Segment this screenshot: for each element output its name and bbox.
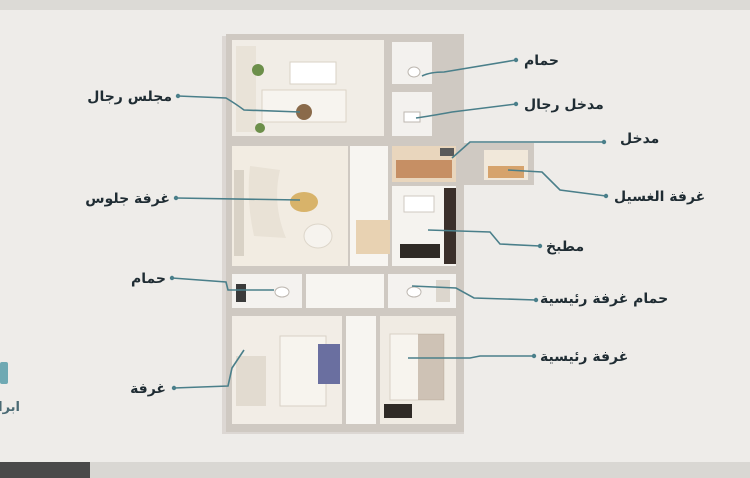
label-kitchen: مطبخ xyxy=(546,239,585,255)
label-living-room: غرفة جلوس xyxy=(85,191,170,207)
dot-kitchen xyxy=(537,243,543,249)
kitchen-island xyxy=(400,244,440,258)
living-curtain xyxy=(234,170,244,256)
toilet-left xyxy=(274,286,290,298)
small-hall xyxy=(306,274,384,308)
leader-kitchen xyxy=(427,229,541,247)
label-men-majlis: مجلس رجال xyxy=(87,89,172,105)
living-sofa xyxy=(248,166,286,238)
label-men-entrance: مدخل رجال xyxy=(524,97,604,113)
label-bathroom-top: حمام xyxy=(524,53,559,69)
majlis-plant xyxy=(252,64,264,76)
dot-bathroom-top xyxy=(513,57,519,63)
bottom-dark-block xyxy=(0,462,90,478)
dining-table xyxy=(356,220,390,254)
label-master-bedroom: غرفة رئيسية xyxy=(540,349,629,365)
logo-mark xyxy=(0,362,8,384)
bath-left-door xyxy=(236,284,246,302)
leader-men-entrance xyxy=(415,103,517,119)
leader-lines xyxy=(171,59,607,389)
leader-master-bath xyxy=(411,285,537,301)
laundry-counter xyxy=(488,166,524,178)
dot-master-bath xyxy=(533,297,539,303)
dot-bedroom xyxy=(171,385,177,391)
majlis-table xyxy=(296,104,312,120)
master-bath-shower xyxy=(436,280,450,302)
top-band xyxy=(0,0,750,10)
dot-laundry xyxy=(603,193,609,199)
toilet-master xyxy=(406,286,422,298)
leader-master-bedroom xyxy=(408,355,534,359)
bedroom-desk xyxy=(236,356,266,406)
dot-men-entrance xyxy=(513,101,519,107)
kitchen-cabinets xyxy=(444,188,456,264)
label-bedroom: غرفة xyxy=(130,381,166,397)
label-entrance: مدخل xyxy=(620,131,660,147)
living-chair xyxy=(303,223,333,249)
kitchen-counter xyxy=(403,195,435,213)
label-laundry: غرفة الغسيل xyxy=(614,189,706,205)
entrance-door xyxy=(440,148,454,156)
leader-dots xyxy=(169,57,609,391)
majlis-sofa-top xyxy=(289,61,337,85)
dot-men-majlis xyxy=(175,93,181,99)
dot-entrance xyxy=(601,139,607,145)
label-bathroom-left: حمام xyxy=(131,271,166,287)
logo-text: ابراج xyxy=(0,400,20,415)
bottom-band xyxy=(0,462,750,478)
corridor-bottom xyxy=(346,316,376,424)
majlis-plant-2 xyxy=(255,123,265,133)
living-table xyxy=(290,192,318,212)
leader-men-majlis xyxy=(177,95,301,113)
dot-bath-left xyxy=(169,275,175,281)
leader-bedroom xyxy=(173,349,245,389)
leader-bathroom-top xyxy=(421,59,517,77)
room-bath-top xyxy=(392,42,432,84)
master-bed-throw xyxy=(418,334,444,400)
leader-living xyxy=(175,197,301,201)
entrance-cabinet xyxy=(396,160,452,178)
majlis-sofa-left xyxy=(236,46,256,132)
label-master-bath: حمام غرفة رئيسية xyxy=(540,291,669,307)
toilet-top xyxy=(407,66,421,78)
leader-laundry xyxy=(507,169,607,197)
leader-bath-left xyxy=(171,277,274,291)
leader-entrance xyxy=(451,141,604,159)
dot-living xyxy=(173,195,179,201)
bedroom-cushion xyxy=(318,344,340,384)
master-door xyxy=(384,404,412,418)
dot-master-bedroom xyxy=(531,353,537,359)
